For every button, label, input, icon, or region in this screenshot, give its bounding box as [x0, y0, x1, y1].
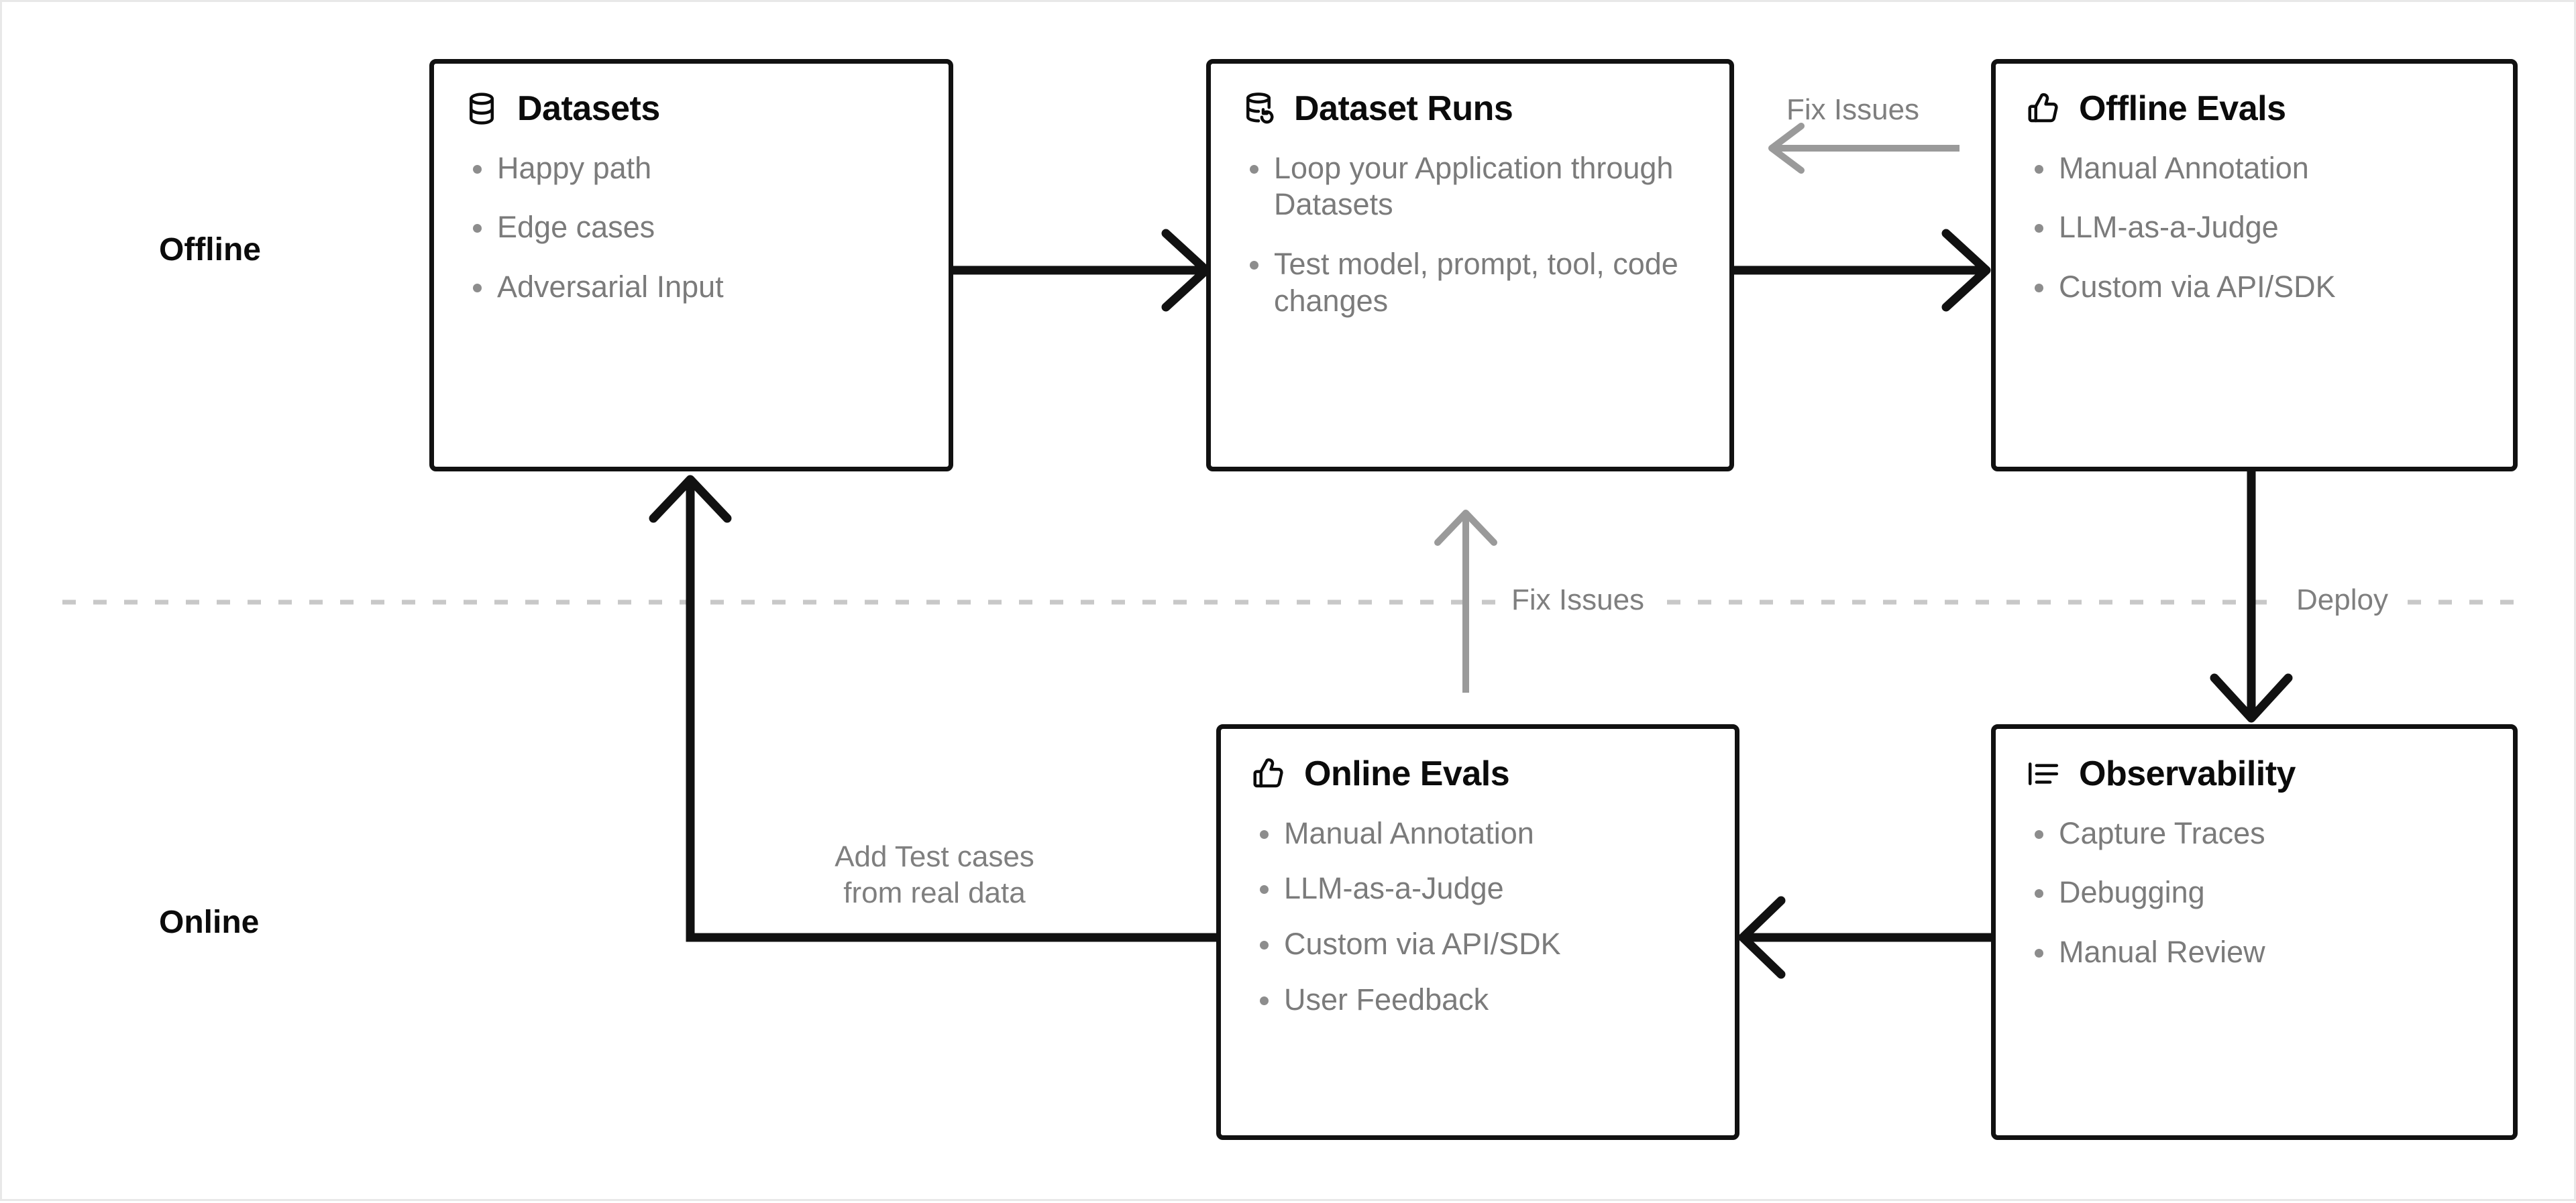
node-online-evals-title: Online Evals	[1304, 754, 1510, 793]
node-online-evals-bullets: Manual Annotation LLM-as-a-Judge Custom …	[1250, 815, 1705, 1019]
node-online-evals[interactable]: Online Evals Manual Annotation LLM-as-a-…	[1216, 724, 1739, 1140]
arrow-dataset-runs-to-offline-evals	[1734, 229, 1991, 312]
node-observability-header: Observability	[2025, 756, 2483, 793]
edge-label-fix-issues-middle: Fix Issues	[1497, 582, 1660, 618]
node-dataset-runs-title: Dataset Runs	[1294, 89, 1513, 128]
list-icon	[2028, 762, 2059, 786]
edge-label-add-test-cases: Add Test cases from real data	[814, 839, 1055, 911]
node-offline-evals-header: Offline Evals	[2025, 91, 2483, 127]
node-observability[interactable]: Observability Capture Traces Debugging M…	[1991, 724, 2518, 1140]
node-offline-evals[interactable]: Offline Evals Manual Annotation LLM-as-a…	[1991, 59, 2518, 471]
node-datasets-bullets: Happy path Edge cases Adversarial Input	[464, 150, 919, 306]
list-item: Loop your Application through Datasets	[1240, 150, 1700, 224]
list-item: Edge cases	[464, 209, 919, 246]
list-item: User Feedback	[1250, 982, 1705, 1019]
list-item: LLM-as-a-Judge	[2025, 209, 2483, 246]
node-online-evals-header: Online Evals	[1250, 756, 1705, 793]
list-item: Manual Review	[2025, 934, 2483, 971]
list-item: Manual Annotation	[1250, 815, 1705, 852]
edge-label-add-test-cases-line1: Add Test cases	[835, 840, 1034, 873]
list-item: Capture Traces	[2025, 815, 2483, 852]
node-observability-title: Observability	[2079, 754, 2296, 793]
node-datasets-title: Datasets	[517, 89, 660, 128]
list-item: Manual Annotation	[2025, 150, 2483, 187]
list-item: Adversarial Input	[464, 269, 919, 306]
lane-label-offline: Offline	[159, 232, 261, 268]
database-refresh-icon	[1246, 93, 1274, 124]
edge-label-add-test-cases-line2: from real data	[843, 876, 1026, 909]
edge-label-fix-issues-top: Fix Issues	[1786, 93, 1920, 126]
arrow-observability-to-online-evals	[1738, 896, 1991, 979]
arrow-fix-issues-top	[1768, 123, 1960, 174]
edge-label-deploy: Deploy	[2282, 582, 2403, 618]
arrow-fix-issues-middle	[1434, 510, 1497, 693]
list-item: Custom via API/SDK	[1250, 926, 1705, 963]
list-item: Debugging	[2025, 874, 2483, 911]
thumbs-up-icon	[2028, 93, 2058, 123]
node-offline-evals-bullets: Manual Annotation LLM-as-a-Judge Custom …	[2025, 150, 2483, 306]
list-item: LLM-as-a-Judge	[1250, 870, 1705, 907]
lane-label-online: Online	[159, 905, 260, 940]
list-item: Test model, prompt, tool, code changes	[1240, 246, 1700, 320]
node-dataset-runs-bullets: Loop your Application through Datasets T…	[1240, 150, 1700, 321]
node-observability-bullets: Capture Traces Debugging Manual Review	[2025, 815, 2483, 972]
node-dataset-runs[interactable]: Dataset Runs Loop your Application throu…	[1206, 59, 1734, 471]
arrow-deploy	[2210, 471, 2293, 723]
node-offline-evals-title: Offline Evals	[2079, 89, 2286, 128]
list-item: Happy path	[464, 150, 919, 187]
node-datasets-header: Datasets	[464, 91, 919, 127]
arrow-datasets-to-dataset-runs	[953, 229, 1211, 312]
node-dataset-runs-header: Dataset Runs	[1240, 91, 1700, 127]
thumbs-up-icon	[1253, 758, 1283, 788]
database-icon	[470, 93, 494, 125]
node-datasets[interactable]: Datasets Happy path Edge cases Adversari…	[429, 59, 953, 471]
list-item: Custom via API/SDK	[2025, 269, 2483, 306]
